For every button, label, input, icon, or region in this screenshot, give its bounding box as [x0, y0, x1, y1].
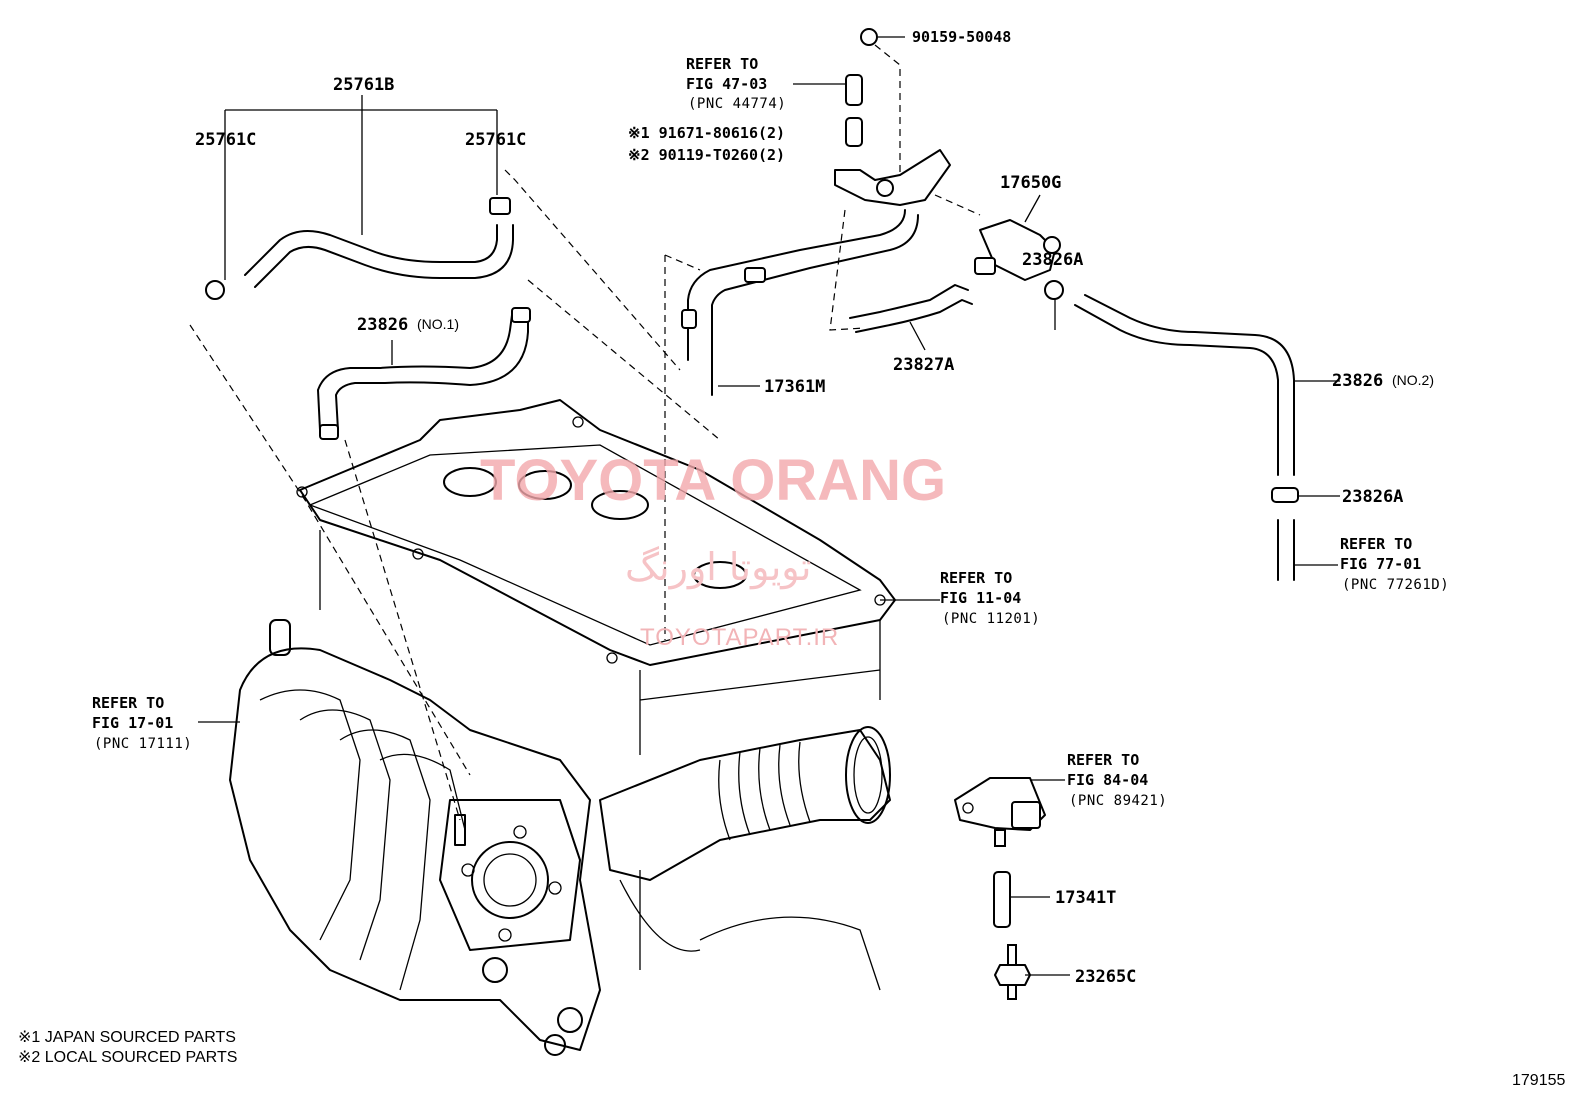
refer-47-03-line2: FIG 47-03: [686, 75, 767, 93]
cylinder-head-cover-drawing: [296, 399, 896, 755]
pipe-17361M-drawing: [681, 209, 919, 396]
watermark-persian: تویوتا اورنگ: [625, 545, 812, 590]
refer-11-04-line1: REFER TO: [940, 569, 1012, 587]
label-90159-50048: 90159-50048: [912, 28, 1011, 46]
label-23826-no1: 23826: [357, 315, 408, 335]
label-23826A-bottom: 23826A: [1342, 487, 1403, 507]
label-90119-T0260: ※2 90119-T0260(2): [628, 146, 785, 164]
label-17341T: 17341T: [1055, 888, 1116, 908]
refer-84-04-line2: FIG 84-04: [1067, 771, 1148, 789]
watermark-main: TOYOTA ORANG: [480, 448, 946, 513]
refer-77-01-line1: REFER TO: [1340, 535, 1412, 553]
refer-11-04-line3: (PNC 11201): [942, 611, 1040, 627]
leader-lines: [198, 36, 1340, 976]
refer-84-04-line3: (PNC 89421): [1069, 793, 1167, 809]
clamp-23826A-bottom-drawing: [1271, 487, 1299, 581]
label-23265C: 23265C: [1075, 967, 1136, 987]
hose-17341T-drawing: [993, 871, 1011, 928]
label-23826A-top: 23826A: [1022, 250, 1083, 270]
note-local-sourced: ※2 LOCAL SOURCED PARTS: [18, 1049, 237, 1066]
bracket-vsv-drawing: [834, 28, 951, 206]
refer-84-04-line1: REFER TO: [1067, 751, 1139, 769]
refer-17-01-line1: REFER TO: [92, 694, 164, 712]
label-25761C-left: 25761C: [195, 130, 256, 150]
refer-17-01-line2: FIG 17-01: [92, 714, 173, 732]
label-91671-80616: ※1 91671-80616(2): [628, 124, 785, 142]
assembly-dashed-lines: [189, 44, 981, 821]
label-17361M: 17361M: [764, 377, 825, 397]
vsv-17650G-drawing: [974, 219, 1061, 281]
refer-77-01-line2: FIG 77-01: [1340, 555, 1421, 573]
hose-23827A-drawing: [849, 284, 973, 333]
hose-23826-no1-drawing: [317, 307, 531, 440]
intake-manifold-drawing: [229, 619, 601, 1056]
label-17650G: 17650G: [1000, 173, 1061, 193]
refer-17-01-line3: (PNC 17111): [94, 736, 192, 752]
watermark-site: TOYOTAPART.IR: [640, 624, 839, 651]
note-japan-sourced: ※1 JAPAN SOURCED PARTS: [18, 1029, 236, 1046]
refer-47-03-line3: (PNC 44774): [688, 96, 786, 112]
air-intake-hose-drawing: [599, 726, 891, 991]
label-23827A: 23827A: [893, 355, 954, 375]
label-23826-no2: 23826: [1332, 371, 1383, 391]
refer-block-fig-17-01: REFER TO FIG 17-01 (PNC 17111): [92, 694, 192, 752]
label-23826-no1-suffix: (NO.1): [417, 316, 459, 332]
refer-block-fig-77-01: REFER TO FIG 77-01 (PNC 77261D): [1340, 535, 1449, 593]
filter-23265C-drawing: [994, 944, 1031, 1000]
figure-number: 179155: [1512, 1072, 1565, 1089]
refer-block-fig-84-04: REFER TO FIG 84-04 (PNC 89421): [1067, 751, 1167, 809]
sensor-89421-drawing: [954, 777, 1046, 847]
refer-47-03-line1: REFER TO: [686, 55, 758, 73]
label-23826-no2-suffix: (NO.2): [1392, 372, 1434, 388]
label-25761C-right: 25761C: [465, 130, 526, 150]
hose-25761B-drawing: [205, 197, 514, 300]
refer-block-fig-47-03: REFER TO FIG 47-03 (PNC 44774): [686, 55, 786, 112]
refer-block-fig-11-04: REFER TO FIG 11-04 (PNC 11201): [940, 569, 1040, 627]
label-25761B: 25761B: [333, 75, 394, 95]
hose-23826-no2-drawing: [1074, 294, 1295, 476]
refer-11-04-line2: FIG 11-04: [940, 589, 1021, 607]
refer-77-01-line3: (PNC 77261D): [1342, 577, 1449, 593]
clamp-23826A-top-drawing: [1044, 280, 1064, 300]
